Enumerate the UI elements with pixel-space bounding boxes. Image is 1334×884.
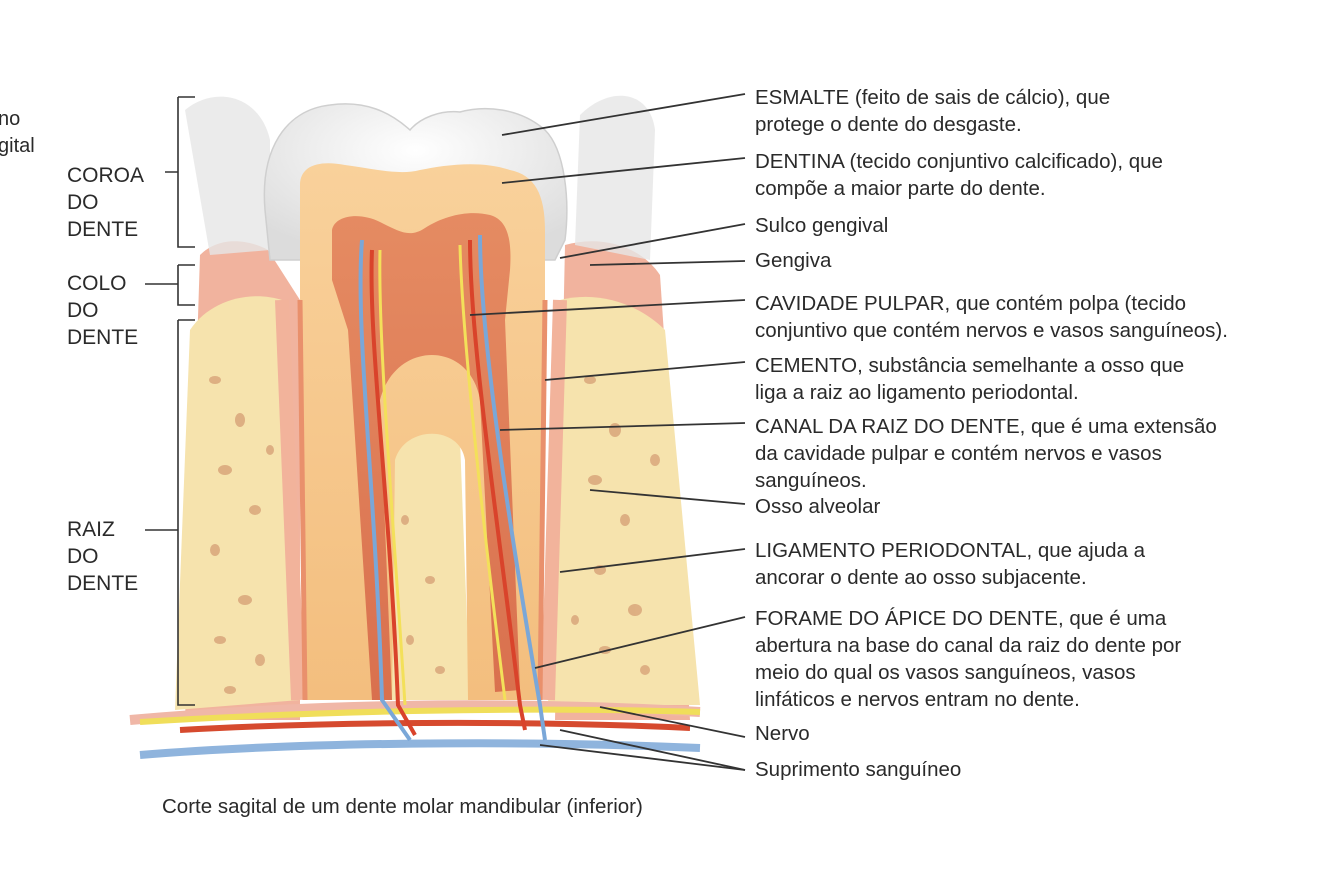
label-forame-apice: FORAME DO ÁPICE DO DENTE, que é uma aber… — [755, 605, 1181, 713]
label-cemento: CEMENTO, substância semelhante a osso qu… — [755, 352, 1184, 406]
region-label-line: DENTE — [67, 570, 138, 597]
region-label-line: DO — [67, 297, 138, 324]
label-nervo: Nervo — [755, 720, 810, 747]
label-line: Suprimento sanguíneo — [755, 756, 961, 783]
label-line: Sulco gengival — [755, 212, 888, 239]
label-line: Osso alveolar — [755, 493, 880, 520]
label-line: da cavidade pulpar e contém nervos e vas… — [755, 440, 1217, 467]
region-label-line: DO — [67, 189, 144, 216]
label-esmalte: ESMALTE (feito de sais de cálcio), que p… — [755, 84, 1110, 138]
label-line: conjuntivo que contém nervos e vasos san… — [755, 317, 1228, 344]
region-label-crown: COROA DO DENTE — [67, 162, 144, 243]
label-line: CEMENTO, substância semelhante a osso qu… — [755, 352, 1184, 379]
label-gengiva: Gengiva — [755, 247, 831, 274]
label-osso-alveolar: Osso alveolar — [755, 493, 880, 520]
alveolar-bone-right — [548, 297, 700, 705]
label-line: LIGAMENTO PERIODONTAL, que ajuda a — [755, 537, 1145, 564]
region-label-root: RAIZ DO DENTE — [67, 516, 138, 597]
artery-main — [180, 723, 690, 730]
label-line: liga a raiz ao ligamento periodontal. — [755, 379, 1184, 406]
label-line: protege o dente do desgaste. — [755, 111, 1110, 138]
region-label-line: DENTE — [67, 324, 138, 351]
label-cavidade-pulpar: CAVIDADE PULPAR, que contém polpa (tecid… — [755, 290, 1228, 344]
region-label-line: DO — [67, 543, 138, 570]
edge-fragment-line: gital — [0, 133, 35, 160]
label-line: abertura na base do canal da raiz do den… — [755, 632, 1181, 659]
region-label-line: COROA — [67, 162, 144, 189]
label-line: Nervo — [755, 720, 810, 747]
label-ligamento-periodontal: LIGAMENTO PERIODONTAL, que ajuda a ancor… — [755, 537, 1145, 591]
region-label-neck: COLO DO DENTE — [67, 270, 138, 351]
label-line: sanguíneos. — [755, 467, 1217, 494]
neighbor-tooth-left — [185, 97, 270, 255]
region-label-line: COLO — [67, 270, 138, 297]
figure-caption: Corte sagital de um dente molar mandibul… — [162, 795, 643, 819]
label-line: CAVIDADE PULPAR, que contém polpa (tecid… — [755, 290, 1228, 317]
label-dentina: DENTINA (tecido conjuntivo calcificado),… — [755, 148, 1163, 202]
label-line: ancorar o dente ao osso subjacente. — [755, 564, 1145, 591]
region-label-line: RAIZ — [67, 516, 138, 543]
vein-main — [140, 743, 700, 755]
region-label-line: DENTE — [67, 216, 144, 243]
label-line: meio do qual os vasos sanguíneos, vasos — [755, 659, 1181, 686]
label-line: FORAME DO ÁPICE DO DENTE, que é uma — [755, 605, 1181, 632]
label-line: compõe a maior parte do dente. — [755, 175, 1163, 202]
label-sulco-gengival: Sulco gengival — [755, 212, 888, 239]
label-line: Gengiva — [755, 247, 831, 274]
label-suprimento-sanguineo: Suprimento sanguíneo — [755, 756, 961, 783]
label-line: CANAL DA RAIZ DO DENTE, que é uma extens… — [755, 413, 1217, 440]
label-line: DENTINA (tecido conjuntivo calcificado),… — [755, 148, 1163, 175]
label-line: ESMALTE (feito de sais de cálcio), que — [755, 84, 1110, 111]
edge-fragment: no gital — [0, 106, 35, 160]
label-line: linfáticos e nervos entram no dente. — [755, 686, 1181, 713]
edge-fragment-line: no — [0, 106, 35, 133]
label-canal-raiz: CANAL DA RAIZ DO DENTE, que é uma extens… — [755, 413, 1217, 494]
